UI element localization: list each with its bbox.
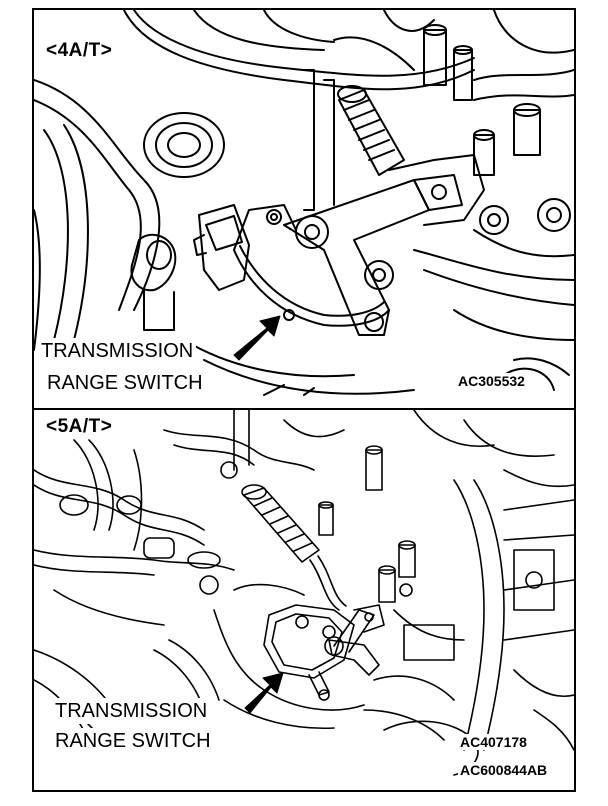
figure-code-4at: AC305532 <box>456 373 527 389</box>
panel-5at: <5A/T> TRANSMISSION RANGE SWITCH AC40717… <box>34 410 574 790</box>
variant-label-5at: <5A/T> <box>44 416 115 438</box>
engine-bay-drawing-5at <box>34 410 574 776</box>
callout-line2-4at: RANGE SWITCH <box>44 370 206 396</box>
callout-line2-5at: RANGE SWITCH <box>52 728 214 754</box>
figure-frame: <4A/T> TRANSMISSION RANGE SWITCH AC30553… <box>32 8 576 792</box>
figure-code-5at: AC407178 <box>458 734 529 750</box>
panel-divider <box>34 408 574 410</box>
engine-bay-drawing-4at <box>34 10 574 396</box>
callout-line1-4at: TRANSMISSION <box>38 338 197 364</box>
callout-line1-5at: TRANSMISSION <box>52 698 211 724</box>
document-code: AC600844AB <box>458 762 550 778</box>
panel-4at: <4A/T> TRANSMISSION RANGE SWITCH AC30553… <box>34 10 574 408</box>
variant-label-4at: <4A/T> <box>44 40 115 62</box>
